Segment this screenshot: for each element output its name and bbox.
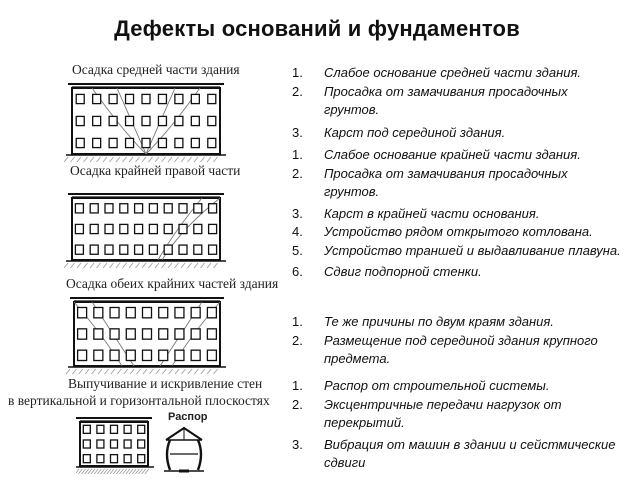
list-item: 3.Вибрация от машин в здании и сейстмиче… (292, 436, 616, 471)
reasons-list-both-ends: 1.Те же причины по двум краям здания. 2.… (292, 313, 622, 369)
building-right-settlement-figure (63, 193, 226, 269)
caption-right-settlement: Осадка крайней правой части (70, 163, 241, 178)
list-item: 2.Просадка от замачивания просадочных гр… (292, 165, 568, 200)
list-item: 2.Просадка от замачивания просадочных гр… (292, 83, 568, 118)
list-item: 3.Карст в крайней части основания. (292, 205, 540, 221)
building-wall-bulging-figure (76, 417, 154, 474)
caption-wall-bulging-line2: в вертикальной и горизонтальной плоскост… (8, 393, 270, 408)
list-item: 6.Сдвиг подпорной стенки. (292, 264, 482, 279)
list-item: 3.Карст под серединой здания. (292, 124, 506, 140)
building-middle-settlement-figure (63, 83, 226, 163)
building-both-ends-settlement-figure (65, 297, 226, 375)
list-item: 1.Слабое основание крайней части здания. (292, 147, 581, 162)
reasons-list-wall-bulging: 1.Распор от строительной системы. 2.Эксц… (292, 377, 622, 473)
list-item: 4.Устройство рядом открытого котлована. (292, 224, 593, 239)
caption-both-ends-settlement: Осадка обеих крайних частей здания (66, 276, 279, 291)
list-item: 1.Слабое основание средней части здания. (292, 65, 582, 80)
list-item: 2.Размещение под серединой здания крупно… (292, 332, 598, 367)
reasons-list-middle: 1.Слабое основание средней части здания.… (292, 64, 622, 142)
reasons-list-right: 1.Слабое основание крайней части здания.… (292, 146, 622, 282)
thrust-label: Распор (168, 411, 208, 423)
list-item: 2.Эксцентричные передачи нагрузок от пер… (292, 396, 562, 431)
page-title: Дефекты оснований и фундаментов (114, 16, 520, 41)
list-item: 1.Распор от строительной системы. (292, 378, 550, 393)
wall-thrust-section-figure (164, 426, 204, 473)
list-item: 1.Те же причины по двум краям здания. (292, 314, 554, 329)
caption-middle-settlement: Осадка средней части здания (72, 62, 240, 77)
list-item: 5.Устройство траншей и выдавливание плав… (292, 242, 621, 258)
caption-wall-bulging-line1: Выпучивание и искривление стен (68, 376, 263, 391)
